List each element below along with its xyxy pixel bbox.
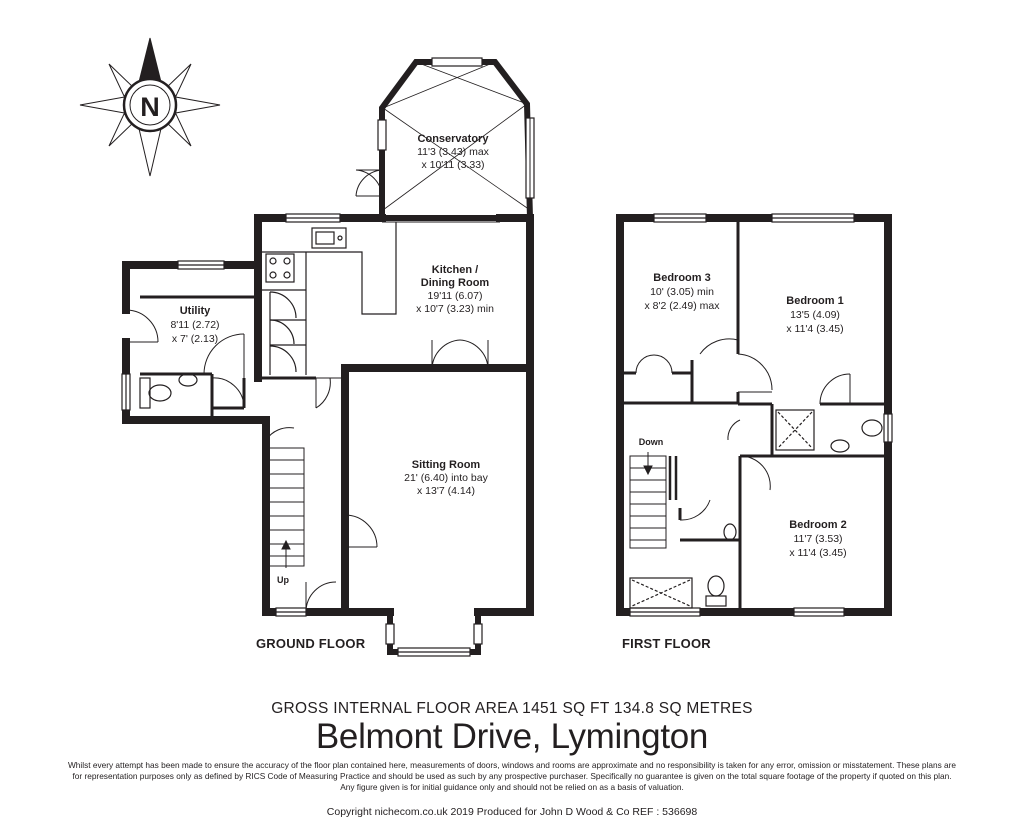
ensuite-toilet-icon [861,419,883,437]
svg-text:x 11'4 (3.45): x 11'4 (3.45) [789,547,846,559]
toilet-icon [705,595,727,607]
disclaimer-line-2: for representation purposes only as defi… [72,771,952,781]
svg-text:x 7' (2.13): x 7' (2.13) [172,333,218,345]
conservatory-structure [355,57,535,223]
svg-text:21' (6.40) into bay: 21' (6.40) into bay [404,472,488,484]
svg-text:8'11 (2.72): 8'11 (2.72) [170,319,219,331]
svg-text:Bedroom 1: Bedroom 1 [786,295,843,307]
svg-text:Bedroom 2: Bedroom 2 [789,519,846,531]
first-floor-walls [616,214,892,616]
first-floor-title: FIRST FLOOR [622,636,711,651]
svg-text:Dining Room: Dining Room [421,277,490,289]
svg-text:13'5 (4.09): 13'5 (4.09) [790,309,840,321]
svg-text:10' (3.05) min: 10' (3.05) min [650,286,714,298]
svg-text:x 10'11 (3.33): x 10'11 (3.33) [421,159,484,171]
svg-text:11'7 (3.53): 11'7 (3.53) [793,533,842,545]
stairs-down-label: Down [639,437,664,447]
ground-floor-stairs [267,447,305,568]
disclaimer-line-1: Whilst every attempt has been made to en… [67,760,957,770]
first-floor-internal-walls [620,218,888,612]
bathroom-basin-icon [723,523,737,541]
gross-floor-area: GROSS INTERNAL FLOOR AREA 1451 SQ FT 134… [271,700,753,717]
room-label-conservatory: Conservatory 11'3 (3.43) max x 10'11 (3.… [417,133,490,171]
svg-text:x 13'7 (4.14): x 13'7 (4.14) [417,485,475,497]
hob-icon [265,253,295,283]
svg-text:Bedroom 3: Bedroom 3 [653,272,710,284]
first-floor-stairs [629,452,678,549]
kitchen-sink-icon [311,227,347,249]
compass-north-label: N [140,92,160,122]
room-label-bedroom-3: Bedroom 3 10' (3.05) min x 8'2 (2.49) ma… [645,272,721,312]
ground-floor-internal-walls [140,295,316,420]
svg-text:x 10'7 (3.23) min: x 10'7 (3.23) min [416,303,494,315]
svg-text:x 11'4 (3.45): x 11'4 (3.45) [786,323,843,335]
floor-plan: N [79,37,893,657]
svg-text:Sitting Room: Sitting Room [412,459,481,471]
bath-icon [629,577,693,609]
ensuite-basin-icon [830,439,850,453]
svg-text:Utility: Utility [180,305,211,317]
room-label-kitchen: Kitchen / Dining Room 19'11 (6.07) x 10'… [416,264,494,315]
property-title: Belmont Drive, Lymington [315,717,709,756]
stairs-up-label: Up [277,575,289,585]
ground-floor-windows [121,213,483,657]
svg-text:19'11 (6.07): 19'11 (6.07) [428,290,483,302]
ground-floor-doors [125,309,489,613]
disclaimer-line-3: Any figure given is for initial guidance… [340,782,684,792]
room-label-bedroom-2: Bedroom 2 11'7 (3.53) x 11'4 (3.45) [789,519,846,559]
shower-icon [775,409,815,451]
compass-rose-icon: N [79,37,221,177]
room-label-sitting-room: Sitting Room 21' (6.40) into bay x 13'7 … [404,459,488,497]
svg-text:Conservatory: Conservatory [418,133,490,145]
svg-text:x 8'2 (2.49) max: x 8'2 (2.49) max [645,300,721,312]
wc-fittings [139,373,198,409]
room-label-bedroom-1: Bedroom 1 13'5 (4.09) x 11'4 (3.45) [786,295,843,335]
svg-text:11'3 (3.43) max: 11'3 (3.43) max [417,146,490,158]
kitchen-fittings [262,222,397,375]
first-floor-plan: Bedroom 3 10' (3.05) min x 8'2 (2.49) ma… [616,213,893,617]
ground-floor-plan: Conservatory 11'3 (3.43) max x 10'11 (3.… [121,57,535,657]
bathroom-fittings [629,409,883,609]
ground-floor-title: GROUND FLOOR [256,636,366,651]
basin-icon [178,373,198,387]
first-floor-doors [635,338,851,521]
svg-text:Kitchen /: Kitchen / [432,264,478,276]
copyright: Copyright nichecom.co.uk 2019 Produced f… [326,806,698,818]
first-floor-windows [629,213,893,617]
room-label-utility: Utility 8'11 (2.72) x 7' (2.13) [170,305,219,345]
disclaimer: Whilst every attempt has been made to en… [8,760,1016,793]
